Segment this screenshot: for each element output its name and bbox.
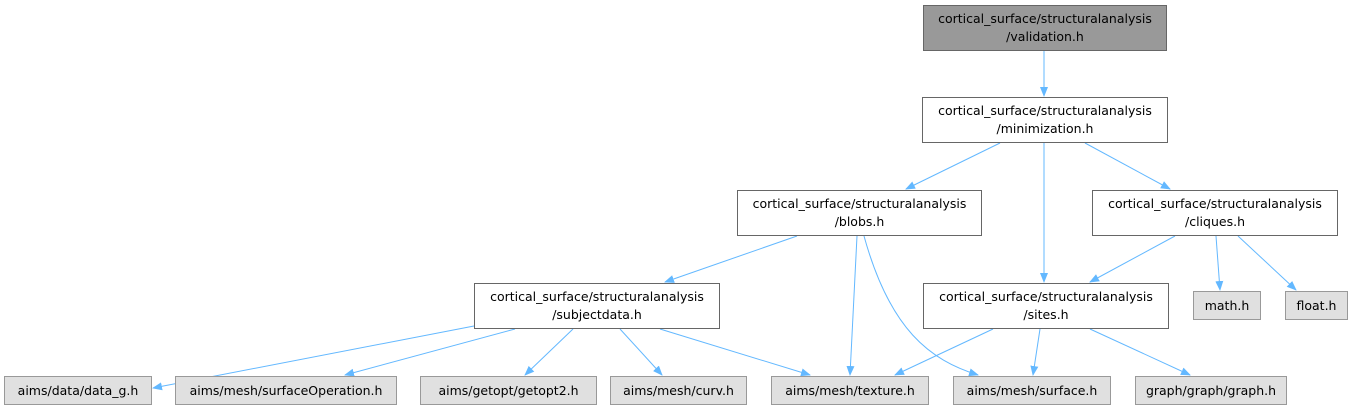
- node-validation-h[interactable]: cortical_surface/structuralanalysis /val…: [923, 5, 1167, 51]
- node-label-line2: /subjectdata.h: [552, 307, 642, 322]
- node-label: aims/mesh/surfaceOperation.h: [189, 382, 383, 398]
- node-label-line2: /blobs.h: [834, 214, 885, 229]
- node-graph-h: graph/graph/graph.h: [1135, 376, 1287, 405]
- edge-sites-to-texture: [894, 328, 994, 376]
- node-label-line1: cortical_surface/structuralanalysis: [938, 103, 1152, 118]
- node-label: aims/data/data_g.h: [17, 382, 139, 398]
- edge-blobs-to-surface: [863, 235, 979, 377]
- node-subjectdata-h[interactable]: cortical_surface/structuralanalysis /sub…: [474, 283, 720, 329]
- node-label: aims/mesh/surface.h: [966, 382, 1098, 398]
- node-label: aims/mesh/curv.h: [623, 382, 734, 398]
- node-label-line2: /cliques.h: [1185, 214, 1245, 229]
- node-label-line1: cortical_surface/structuralanalysis: [938, 11, 1152, 26]
- node-label-line2: /sites.h: [1023, 307, 1069, 322]
- node-minimization-h[interactable]: cortical_surface/structuralanalysis /min…: [922, 97, 1168, 143]
- node-getopt2-h: aims/getopt/getopt2.h: [420, 376, 597, 405]
- node-label-line1: cortical_surface/structuralanalysis: [490, 289, 704, 304]
- node-label-line1: cortical_surface/structuralanalysis: [939, 289, 1153, 304]
- edge-subjectdata-to-surfaceOperation: [344, 328, 516, 377]
- edge-cliques-to-math: [1215, 235, 1224, 291]
- node-label-line2: /validation.h: [1006, 29, 1084, 44]
- node-data-g-h: aims/data/data_g.h: [4, 376, 152, 405]
- edge-cliques-to-float: [1237, 235, 1297, 291]
- node-surfaceoperation-h: aims/mesh/surfaceOperation.h: [175, 376, 397, 405]
- edge-minimization-to-blobs: [905, 142, 1001, 190]
- node-math-h: math.h: [1193, 291, 1261, 320]
- node-float-h: float.h: [1285, 291, 1348, 320]
- edge-subjectdata-to-getopt2: [524, 328, 574, 376]
- node-curv-h: aims/mesh/curv.h: [610, 376, 747, 405]
- edge-cliques-to-sites: [1089, 235, 1176, 283]
- edge-minimization-to-cliques: [1084, 142, 1171, 190]
- edge-blobs-to-subjectdata: [664, 235, 798, 283]
- node-blobs-h[interactable]: cortical_surface/structuralanalysis /blo…: [737, 190, 982, 236]
- node-label: math.h: [1204, 297, 1250, 313]
- edge-subjectdata-to-curv: [619, 328, 663, 376]
- node-label: graph/graph/graph.h: [1145, 382, 1277, 398]
- node-cliques-h[interactable]: cortical_surface/structuralanalysis /cli…: [1092, 190, 1338, 236]
- edge-blobs-to-texture: [846, 235, 858, 376]
- node-label: aims/getopt/getopt2.h: [438, 382, 579, 398]
- node-texture-h: aims/mesh/texture.h: [771, 376, 929, 405]
- edge-subjectdata-to-texture: [659, 328, 811, 377]
- node-label-line2: /minimization.h: [996, 121, 1094, 136]
- node-surface-h: aims/mesh/surface.h: [953, 376, 1111, 405]
- edge-sites-to-surface: [1030, 328, 1041, 376]
- node-label-line1: cortical_surface/structuralanalysis: [752, 196, 967, 211]
- node-label-line1: cortical_surface/structuralanalysis: [1108, 196, 1322, 211]
- edge-sites-to-graph: [1089, 328, 1191, 376]
- node-label: float.h: [1296, 297, 1337, 313]
- node-label: aims/mesh/texture.h: [785, 382, 915, 398]
- node-sites-h[interactable]: cortical_surface/structuralanalysis /sit…: [923, 283, 1169, 329]
